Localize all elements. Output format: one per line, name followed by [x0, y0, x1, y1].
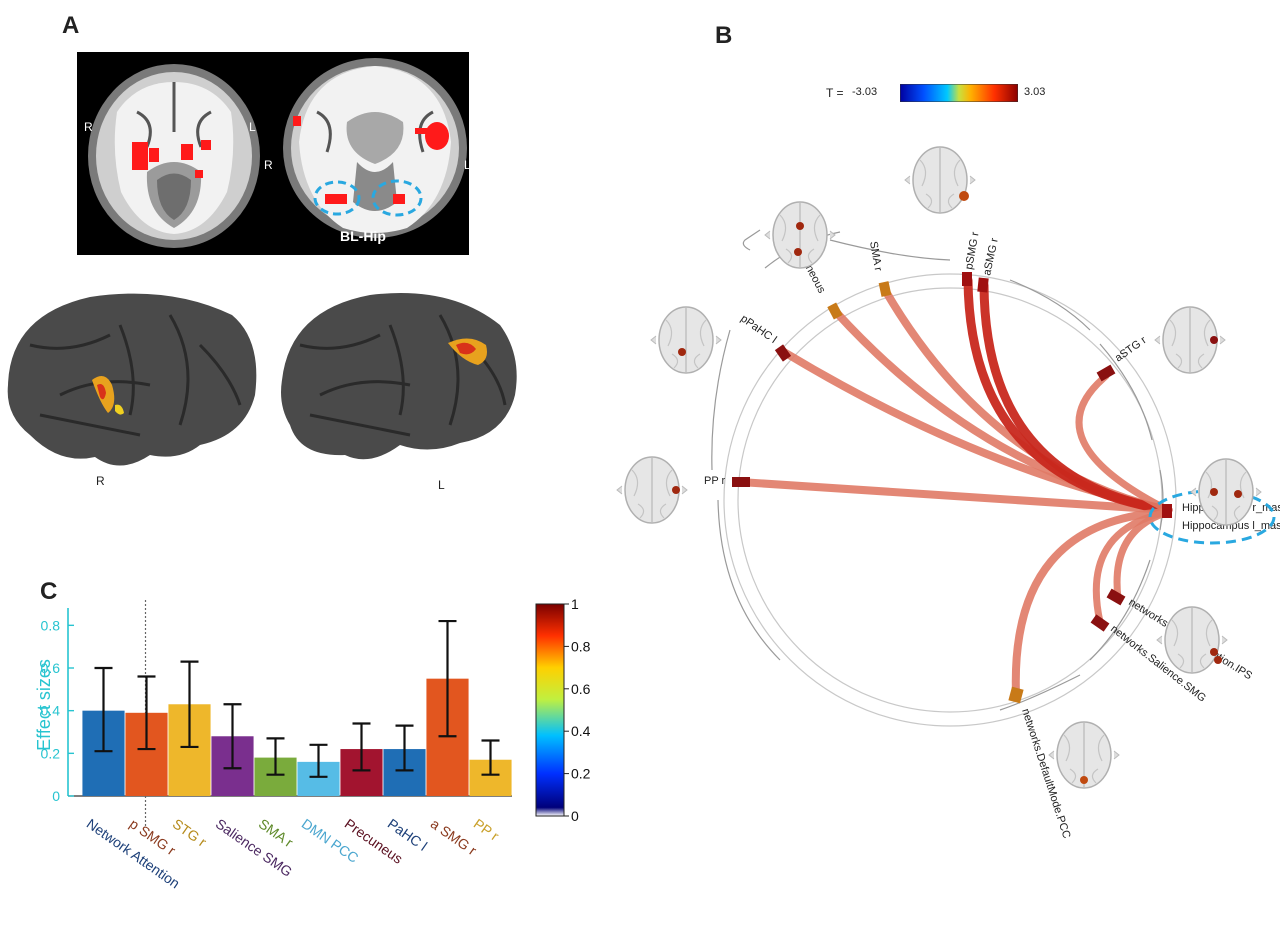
colorbar-tick-label: 0.6: [571, 681, 591, 697]
node-labels: PP r pPaHC l Precuneous SMA r pSMG r aSM…: [704, 231, 1280, 840]
group-brackets: [711, 229, 1164, 711]
y-tick-label: 0.6: [41, 660, 61, 676]
surface-label-left: L: [438, 478, 445, 492]
chord-dmn-hip: [1011, 508, 1172, 698]
colorbar-tick-label: 0.2: [571, 766, 591, 782]
chord-astg-hip: [1075, 372, 1172, 514]
y-tick-label: 0.2: [41, 745, 61, 761]
node-marker-sma: [878, 281, 892, 297]
y-tick-label: 0.8: [41, 617, 61, 633]
y-tick-label: 0: [52, 788, 60, 804]
colorbar-tick-label: 0: [571, 808, 579, 824]
node-label-asmg: aSMG r: [981, 237, 1001, 277]
colorbar-rect: [535, 603, 565, 817]
chord-pp-hip: [736, 478, 1172, 514]
node-label-psmg: pSMG r: [963, 231, 981, 271]
node-label-hip-r: Hippocampus r_mask: [1182, 502, 1280, 514]
connectogram: PP r pPaHC l Precuneous SMA r pSMG r aSM…: [704, 229, 1280, 840]
mri-slices: R L R L BL-Hip: [77, 52, 471, 255]
node-marker-salience: [1090, 614, 1110, 632]
node-marker-ppahc: [774, 344, 792, 362]
t-colorbar: [900, 84, 1018, 102]
x-tick-label: PP r: [471, 815, 503, 844]
t-colorbar-prefix: T =: [826, 86, 844, 100]
cortical-surfaces: [7, 293, 517, 466]
error-bars: [94, 619, 500, 778]
y-tick-label: 0.4: [41, 703, 61, 719]
coronal-orient-r: R: [264, 158, 273, 172]
colorbar-tick-label: 1: [571, 596, 579, 612]
coronal-orient-l: L: [464, 158, 471, 172]
x-tick-label: a SMG r: [428, 815, 480, 858]
node-label-precuneus: Precuneous: [789, 238, 827, 296]
panel-label-a: A: [62, 12, 80, 39]
node-marker-asmg: [977, 277, 989, 293]
chord-asmg-hip: [979, 280, 1173, 515]
panel-label-c: C: [40, 578, 58, 605]
left-hemisphere-surface: [281, 293, 517, 460]
node-markers: [732, 272, 1172, 704]
panel-label-b: B: [715, 22, 733, 49]
axial-orient-l: L: [249, 120, 256, 134]
node-marker-psmg: [962, 272, 972, 286]
surface-label-right: R: [96, 474, 105, 488]
node-label-ppahc: pPaHC l: [738, 313, 778, 346]
chords: [736, 275, 1173, 698]
y-axis-label: Effect sizes: [34, 659, 54, 751]
x-tick-label: Salience SMG: [213, 815, 295, 879]
node-marker-hip: [1162, 504, 1172, 518]
right-hemisphere-surface: [7, 293, 257, 466]
node-label-dmn: networks.DefaultMode.PCC: [1019, 707, 1072, 840]
coronal-slice: [283, 58, 467, 238]
node-label-pp: PP r: [704, 475, 726, 487]
t-colorbar-max: 3.03: [1024, 86, 1046, 98]
axial-orient-r: R: [84, 120, 93, 134]
chord-dorsal-hip: [1113, 508, 1172, 602]
roi-label: BL-Hip: [340, 228, 386, 244]
effect-colorbar: 0 0.2 0.4 0.6 0.8 1: [535, 596, 591, 824]
effect-size-chart: Effect sizes 0 0.2 0.4 0.6 0.8 Network Atten…: [34, 596, 591, 891]
node-marker-pp: [732, 477, 750, 487]
node-label-sma: SMA r: [867, 240, 884, 272]
colorbar-tick-label: 0.8: [571, 638, 591, 654]
mri-slices-image: [88, 58, 467, 248]
colorbar-tick-label: 0.4: [571, 723, 591, 739]
node-label-dorsal: networks.DorsalAttention.IPS: [1126, 596, 1254, 682]
axial-slice: [88, 64, 260, 248]
node-marker-dorsal: [1106, 588, 1126, 606]
t-colorbar-min: -3.03: [852, 86, 878, 98]
node-marker-precuneus: [827, 302, 843, 320]
node-marker-astg: [1096, 364, 1116, 382]
node-marker-dmn: [1008, 686, 1024, 704]
